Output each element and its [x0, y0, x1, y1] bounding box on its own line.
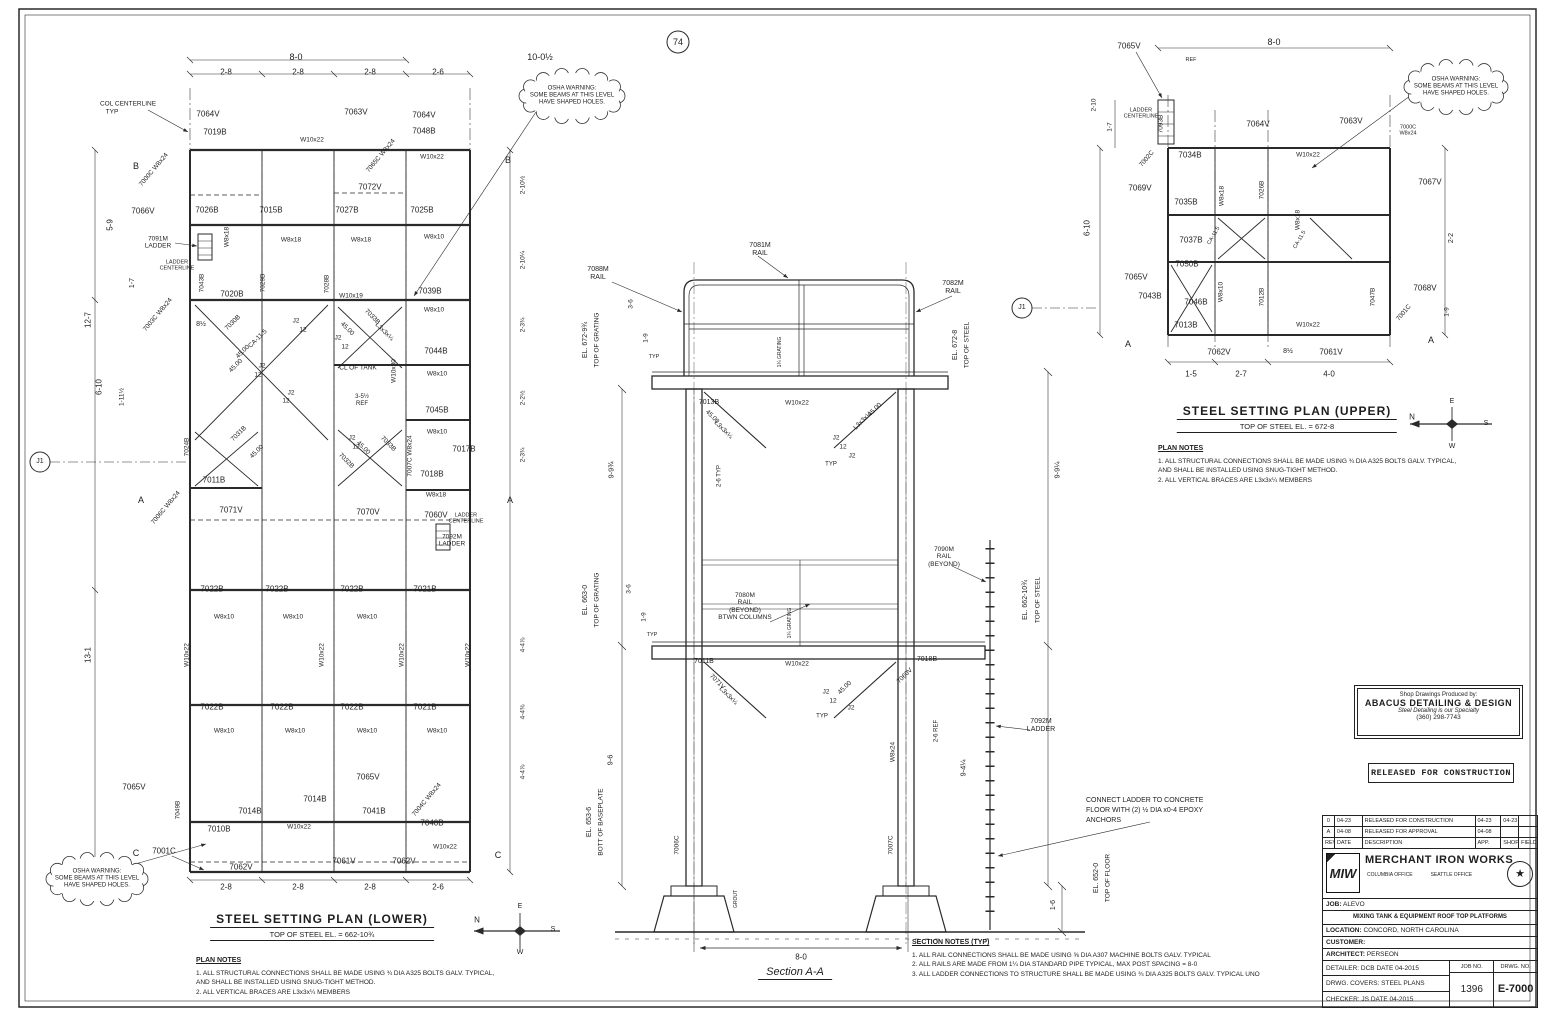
customer-row: CUSTOMER: [1323, 937, 1537, 949]
architect-row: ARCHITECT: PERSEON [1323, 949, 1537, 961]
rev-header: REV. [1323, 838, 1335, 848]
note-line: 2. ALL VERTICAL BRACES ARE L3x3x¼ MEMBER… [196, 989, 351, 996]
section-title: Section A-A [758, 966, 832, 980]
rev-header: SHOP [1503, 838, 1520, 848]
note-line: 1. ALL STRUCTURAL CONNECTIONS SHALL BE M… [196, 969, 495, 977]
date-label: DATE [1376, 965, 1394, 972]
company-addresses: COLUMBIA OFFICE SEATTLE OFFICE [1367, 871, 1507, 879]
rev-field [1519, 827, 1537, 837]
location-row: LOCATION: CONCORD, NORTH CAROLINA [1323, 925, 1537, 937]
rev-id: A [1323, 827, 1335, 837]
notes-title: PLAN NOTES [1158, 445, 1204, 452]
miw-logo: MIW [1326, 853, 1360, 893]
rev-field [1519, 816, 1537, 826]
upper-plan-title-text: STEEL SETTING PLAN (UPPER) [1176, 404, 1398, 420]
rev-desc: RELEASED FOR APPROVAL [1363, 827, 1476, 837]
revision-row: 0 04-23 RELEASED FOR CONSTRUCTION 04-23 … [1323, 816, 1537, 827]
job-label: JOB: [1326, 901, 1342, 908]
detailer-row: DETAILER: DCB DATE 04-2015 [1323, 961, 1450, 977]
rev-id: 0 [1323, 816, 1335, 826]
abacus-stamp: Shop Drawings Produced by: ABACUS DETAIL… [1354, 685, 1523, 739]
notes-title: SECTION NOTES (TYP) [912, 939, 990, 946]
covers-row: DRWG. COVERS: STEEL PLANS [1323, 976, 1450, 992]
job-number-value: 1396 [1460, 984, 1483, 995]
title-block: 0 04-23 RELEASED FOR CONSTRUCTION 04-23 … [1322, 815, 1538, 1008]
architect-label: ARCHITECT: [1326, 951, 1365, 958]
drawing-number-value: E-7000 [1497, 983, 1534, 995]
upper-plan-notes: PLAN NOTES 1. ALL STRUCTURAL CONNECTIONS… [1158, 444, 1538, 486]
ladder-anchor-note: CONNECT LADDER TO CONCRETE FLOOR WITH (2)… [1086, 796, 1286, 825]
revision-row: A 04-08 RELEASED FOR APPROVAL 04-08 [1323, 827, 1537, 838]
note-line: AND SHALL BE INSTALLED USING SNUG-TIGHT … [196, 979, 376, 987]
note-line: 2. ALL RAILS ARE MADE FROM 1¼ DIA STANDA… [912, 961, 1198, 969]
rev-shop: 04-23 [1503, 816, 1520, 826]
rev-app: 04-08 [1476, 827, 1502, 837]
revision-header-row: REV. DATE DESCRIPTION APP. SHOP FIELD [1323, 838, 1537, 849]
abacus-line: Shop Drawings Produced by: [1399, 692, 1478, 698]
architect-value: PERSEON [1366, 951, 1399, 958]
job-value: ALEVO [1342, 901, 1365, 908]
location-label: LOCATION: [1326, 927, 1362, 934]
drawing-number-cell: DRWG. NO. E-7000 [1494, 961, 1537, 1007]
date-label: DATE [1370, 995, 1388, 1003]
rev-date: 04-08 [1335, 827, 1363, 837]
job-number-cell: JOB NO. 1396 [1450, 961, 1495, 1007]
upper-plan-title: STEEL SETTING PLAN (UPPER) TOP OF STEEL … [1176, 404, 1398, 433]
covers-label: DRWG. COVERS: [1326, 980, 1380, 988]
abacus-phone: (360) 298-7743 [1416, 714, 1461, 721]
customer-label: CUSTOMER: [1326, 939, 1366, 946]
note-line: 1. ALL STRUCTURAL CONNECTIONS SHALL BE M… [1158, 457, 1457, 465]
job-row: JOB: ALEVO [1323, 899, 1537, 911]
checker-date: 04-2015 [1389, 995, 1414, 1003]
drawing-number-label: DRWG. NO. [1494, 961, 1537, 973]
rev-app: 04-23 [1476, 816, 1502, 826]
office-label: COLUMBIA OFFICE [1367, 872, 1413, 878]
lower-plan-title-text: STEEL SETTING PLAN (LOWER) [210, 912, 434, 928]
note-line: CONNECT LADDER TO CONCRETE [1086, 797, 1204, 804]
detailer-date: 04-2015 [1395, 965, 1419, 972]
upper-plan-subtitle: TOP OF STEEL EL. = 672-8 [1176, 422, 1398, 433]
company-name: MERCHANT IRON WORKS [1365, 854, 1514, 866]
note-line: 3. ALL LADDER CONNECTIONS TO STRUCTURE S… [912, 971, 1260, 978]
revision-table: 0 04-23 RELEASED FOR CONSTRUCTION 04-23 … [1323, 816, 1537, 849]
osha-cloud [45, 852, 149, 906]
note-line: AND SHALL BE INSTALLED USING SNUG-TIGHT … [1158, 467, 1338, 475]
project-title: MIXING TANK & EQUIPMENT ROOF TOP PLATFOR… [1323, 911, 1537, 925]
abacus-company: ABACUS DETAILING & DESIGN [1364, 698, 1513, 708]
rev-header: FIELD [1521, 840, 1537, 846]
rev-header: DESCRIPTION [1363, 838, 1476, 848]
notes-title: PLAN NOTES [196, 957, 242, 964]
note-line: 2. ALL VERTICAL BRACES ARE L3x3x¼ MEMBER… [1158, 477, 1313, 484]
rev-desc: RELEASED FOR CONSTRUCTION [1363, 816, 1476, 826]
detailing-info: DETAILER: DCB DATE 04-2015 DRWG. COVERS:… [1323, 961, 1451, 1007]
osha-cloud [518, 68, 626, 124]
released-stamp: RELEASED FOR CONSTRUCTION [1368, 763, 1514, 783]
covers-value: STEEL PLANS [1381, 980, 1425, 988]
rev-shop [1501, 827, 1520, 837]
checker-row: CHECKER: JS DATE 04-2015 [1323, 992, 1449, 1007]
checker-value: JS [1361, 995, 1369, 1003]
note-line: ANCHORS [1086, 816, 1122, 824]
location-value: CONCORD, NORTH CAROLINA [1363, 927, 1459, 934]
lower-plan-title: STEEL SETTING PLAN (LOWER) TOP OF STEEL … [210, 912, 434, 941]
section-notes: SECTION NOTES (TYP) 1. ALL RAIL CONNECTI… [912, 938, 1352, 980]
rev-header: DATE [1335, 838, 1363, 848]
note-line: FLOOR WITH (2) ½ DIA x0-4 EPOXY [1086, 806, 1204, 814]
lower-plan-subtitle: TOP OF STEEL EL. = 662-10¾ [210, 930, 434, 941]
rev-date: 04-23 [1335, 816, 1363, 826]
osha-cloud [1403, 59, 1509, 115]
seal-logo: ★ [1507, 861, 1533, 887]
company-band: MIW MERCHANT IRON WORKS COLUMBIA OFFICE … [1323, 849, 1537, 899]
lower-plan-notes: PLAN NOTES 1. ALL STRUCTURAL CONNECTIONS… [196, 956, 536, 998]
detailer-value: DCB [1360, 965, 1375, 972]
title-block-bottom: DETAILER: DCB DATE 04-2015 DRWG. COVERS:… [1323, 961, 1537, 1007]
rev-header: APP. [1476, 838, 1502, 848]
detailer-label: DETAILER: [1326, 965, 1360, 972]
office-label: SEATTLE OFFICE [1430, 872, 1473, 878]
checker-label: CHECKER: [1326, 995, 1360, 1003]
abacus-tagline: Steel Detailing is our Specialty [1397, 708, 1480, 714]
note-line: 1. ALL RAIL CONNECTIONS SHALL BE MADE US… [912, 951, 1211, 959]
job-number-label: JOB NO. [1450, 961, 1494, 973]
